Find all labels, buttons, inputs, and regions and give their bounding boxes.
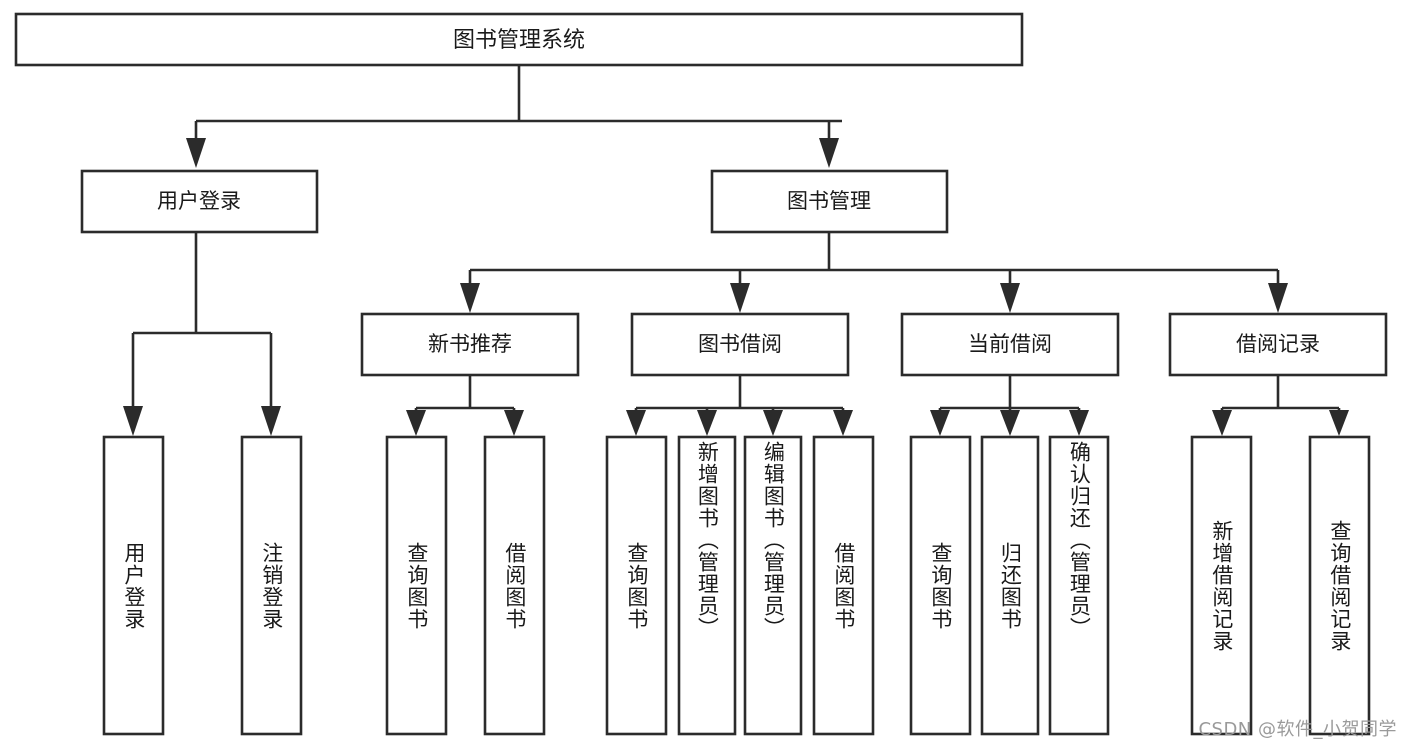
- node-root-label: 图书管理系统: [453, 28, 585, 53]
- arrow-head-bb-leaf-4: [833, 410, 853, 436]
- connectors-user-login: [123, 232, 281, 436]
- arrow-head-new-book: [460, 283, 480, 313]
- connectors-book-manage: [460, 232, 1288, 313]
- leaf-boxes-new-book[interactable]: [385, 435, 546, 736]
- watermark: CSDN @软件_小贺同学: [1198, 719, 1397, 740]
- leaf-box-user-login-2[interactable]: [240, 435, 303, 736]
- node-root[interactable]: 图书管理系统: [14, 12, 1024, 67]
- node-user-login-box[interactable]: [80, 169, 319, 234]
- arrow-head-bb-leaf-1: [626, 410, 646, 436]
- node-book-borrow[interactable]: 图书借阅: [630, 312, 850, 377]
- connectors-current-borrow: [930, 375, 1089, 436]
- leaf-box-current-borrow-2[interactable]: [980, 435, 1040, 736]
- node-new-book-recommend-label: 新书推荐: [428, 332, 512, 356]
- leaf-box-book-borrow-3[interactable]: [743, 435, 803, 736]
- node-root-box[interactable]: [14, 12, 1024, 67]
- leaf-box-borrow-record-2[interactable]: [1308, 435, 1371, 736]
- node-new-book-recommend-box[interactable]: [360, 312, 580, 377]
- node-user-login-label: 用户登录: [157, 189, 241, 213]
- arrow-head-cb-leaf-1: [930, 410, 950, 436]
- node-current-borrow-box[interactable]: [900, 312, 1120, 377]
- arrow-head-nb-leaf-2: [504, 410, 524, 436]
- arrow-head-cb-leaf-3: [1069, 410, 1089, 436]
- node-book-manage-box[interactable]: [710, 169, 949, 234]
- arrow-head-borrow-record: [1268, 283, 1288, 313]
- node-borrow-record-label: 借阅记录: [1236, 332, 1320, 356]
- leaf-boxes-user-login[interactable]: [102, 435, 303, 736]
- node-book-manage-label: 图书管理: [787, 189, 871, 213]
- leaf-boxes-borrow-record[interactable]: [1190, 435, 1371, 736]
- connectors-borrow-record: [1212, 375, 1349, 436]
- connectors-root: [186, 65, 842, 168]
- leaf-box-book-borrow-1[interactable]: [605, 435, 668, 736]
- arrow-head-br-leaf-2: [1329, 410, 1349, 436]
- leaf-boxes-book-borrow[interactable]: [605, 435, 875, 736]
- leaf-boxes-current-borrow[interactable]: [909, 435, 1110, 736]
- node-current-borrow-label: 当前借阅: [968, 332, 1052, 356]
- connectors-new-book: [406, 375, 524, 436]
- node-book-borrow-label: 图书借阅: [698, 332, 782, 356]
- leaf-box-book-borrow-2[interactable]: [677, 435, 737, 736]
- arrow-head-nb-leaf-1: [406, 410, 426, 436]
- arrow-head-cb-leaf-2: [1000, 410, 1020, 436]
- arrow-head-ul-leaf-1: [123, 406, 143, 436]
- leaf-box-book-borrow-4[interactable]: [812, 435, 875, 736]
- arrow-head-book-borrow: [730, 283, 750, 313]
- leaf-box-borrow-record-1[interactable]: [1190, 435, 1253, 736]
- node-current-borrow[interactable]: 当前借阅: [900, 312, 1120, 377]
- arrow-head-ul-leaf-2: [261, 406, 281, 436]
- arrow-head-bb-leaf-3: [763, 410, 783, 436]
- arrow-head-current-borrow: [1000, 283, 1020, 313]
- leaf-box-new-book-2[interactable]: [483, 435, 546, 736]
- node-borrow-record-box[interactable]: [1168, 312, 1388, 377]
- node-book-borrow-box[interactable]: [630, 312, 850, 377]
- node-user-login[interactable]: 用户登录: [80, 169, 319, 234]
- arrow-head-br-leaf-1: [1212, 410, 1232, 436]
- leaf-box-current-borrow-3[interactable]: [1048, 435, 1110, 736]
- arrow-head-book-manage: [819, 138, 839, 168]
- connectors-book-borrow: [626, 375, 853, 436]
- node-borrow-record[interactable]: 借阅记录: [1168, 312, 1388, 377]
- node-new-book-recommend[interactable]: 新书推荐: [360, 312, 580, 377]
- leaf-box-current-borrow-1[interactable]: [909, 435, 972, 736]
- arrow-head-user-login: [186, 138, 206, 168]
- leaf-box-new-book-1[interactable]: [385, 435, 448, 736]
- arrow-head-bb-leaf-2: [697, 410, 717, 436]
- node-book-manage[interactable]: 图书管理: [710, 169, 949, 234]
- leaf-box-user-login-1[interactable]: [102, 435, 165, 736]
